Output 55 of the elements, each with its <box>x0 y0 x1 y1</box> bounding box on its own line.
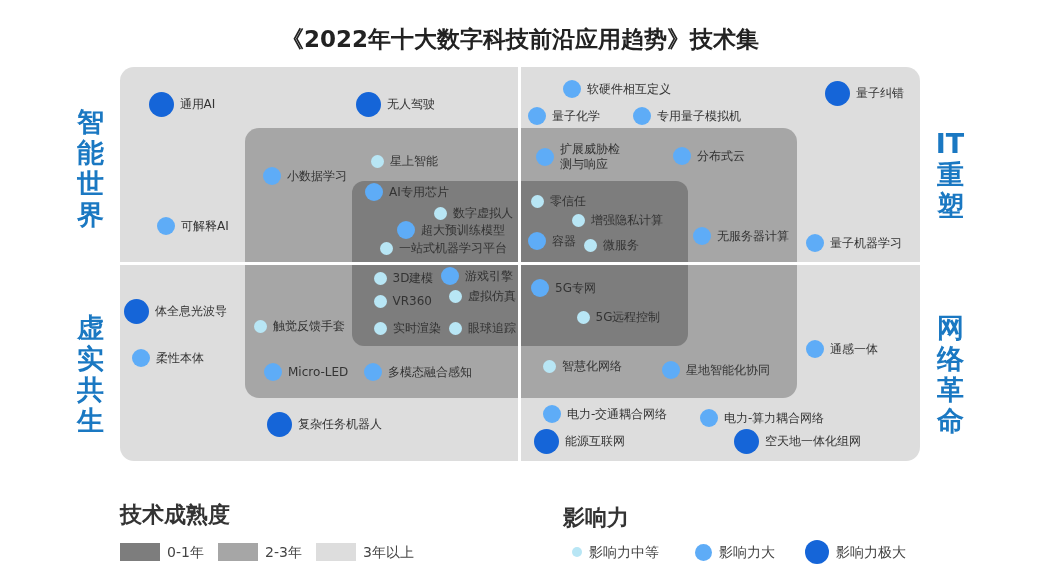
title: 《2022年十大数字科技前沿应用趋势》技术集 <box>280 25 760 54</box>
tech-label: 增强隐私计算 <box>590 212 663 228</box>
tech-label: 超大预训练模型 <box>421 222 505 238</box>
tech-label: 多模态融合感知 <box>388 364 472 380</box>
tech-label: VR360 <box>392 293 432 309</box>
tech-label: 数字虚拟人 <box>452 205 513 221</box>
tech-label: 电力-算力耦合网络 <box>724 410 825 426</box>
tech-label: 专用量子模拟机 <box>657 108 741 124</box>
tech-label: 3D建模 <box>392 270 434 286</box>
tech-label: 体全息光波导 <box>154 303 227 319</box>
legend-label: 3年以上 <box>363 543 414 561</box>
tech-label: 虚拟仿真 <box>467 288 516 304</box>
legend-label: 影响力极大 <box>836 543 906 561</box>
tech-label: 电力-交通耦合网络 <box>567 406 668 422</box>
legend-label: 0-1年 <box>167 543 204 561</box>
tech-label: 小数据学习 <box>287 168 347 184</box>
tech-label: 眼球追踪 <box>467 320 516 336</box>
tech-label: 5G专网 <box>555 280 596 296</box>
tech-label: 分布式云 <box>697 148 745 164</box>
tech-label: 实时渲染 <box>392 320 441 336</box>
tech-label: 一站式机器学习平台 <box>398 240 507 256</box>
tech-label: 星地智能化协同 <box>686 362 770 378</box>
tech-label: 量子化学 <box>552 108 600 124</box>
tech-label: 复杂任务机器人 <box>297 416 382 432</box>
tech-label: 量子纠错 <box>855 85 904 101</box>
tech-label: 容器 <box>552 233 576 249</box>
tech-label: 无人驾驶 <box>386 96 435 112</box>
tech-label: 无服务器计算 <box>717 228 789 244</box>
tech-label: 能源互联网 <box>564 433 625 449</box>
legend-label: 2-3年 <box>265 543 302 561</box>
quadrant-label: 智能世界 <box>75 106 105 230</box>
tech-label: 5G远程控制 <box>595 309 661 325</box>
tech-label: 软硬件相互定义 <box>587 81 671 97</box>
tech-label: 扩展威胁检测与响应 <box>560 142 621 172</box>
tech-label: 游戏引擎 <box>465 268 513 284</box>
tech-label: 通感一体 <box>830 341 878 357</box>
legend-heading: 技术成熟度 <box>120 501 230 529</box>
legend-label: 影响力大 <box>719 543 775 561</box>
quadrant-label: IT重塑 <box>934 128 966 221</box>
quadrant-label: 网络革命 <box>935 312 965 436</box>
legend-label: 影响力中等 <box>589 543 659 561</box>
tech-label: 微服务 <box>602 237 639 253</box>
tech-label: Micro-LED <box>288 364 349 380</box>
tech-label: 量子机器学习 <box>830 235 902 251</box>
tech-label: 触觉反馈手套 <box>272 318 345 334</box>
tech-label: 可解释AI <box>181 218 229 234</box>
tech-label: 空天地一体化组网 <box>764 433 861 449</box>
quadrant-label: 虚实共生 <box>75 312 105 436</box>
tech-label: AI专用芯片 <box>389 184 449 200</box>
legend-heading: 影响力 <box>563 504 629 532</box>
tech-label: 智慧化网络 <box>561 358 622 374</box>
tech-label: 零信任 <box>549 193 586 209</box>
tech-label: 通用AI <box>179 96 216 112</box>
tech-label: 星上智能 <box>389 153 438 169</box>
tech-label: 柔性本体 <box>156 350 204 366</box>
